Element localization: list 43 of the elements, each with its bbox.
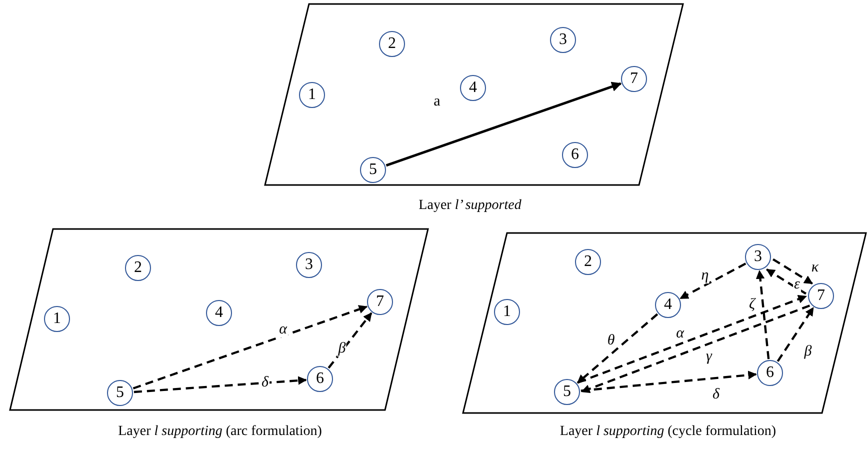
arrow <box>132 305 368 390</box>
vertex-circle: 7 <box>621 66 647 92</box>
edge-label: ζ <box>748 298 756 312</box>
vertex-circle: 1 <box>494 299 520 325</box>
vertex-circle: 5 <box>554 379 580 405</box>
vertex-circle: 1 <box>299 82 325 108</box>
layer-caption: Layer l supporting (arc formulation) <box>118 424 322 440</box>
layer-plane <box>9 228 429 411</box>
vertex-circle: 4 <box>460 75 486 101</box>
vertex-circle: 3 <box>745 244 771 270</box>
arrow <box>766 268 807 295</box>
edge-label: β <box>337 342 347 356</box>
layer-caption: Layer l’ supported <box>418 198 522 214</box>
vertex-circle: 2 <box>379 31 405 57</box>
arrow <box>134 376 307 394</box>
arrow <box>580 370 757 392</box>
vertex-circle: 4 <box>206 300 232 326</box>
vertex-circle: 6 <box>307 366 333 392</box>
arrow <box>578 294 807 384</box>
vertex-circle: 2 <box>125 255 151 281</box>
vertex-circle: 3 <box>296 252 322 278</box>
vertex-circle: 2 <box>575 249 601 275</box>
arrow <box>328 312 372 369</box>
vertex-circle: 6 <box>562 142 588 168</box>
arrow <box>576 313 658 384</box>
vertex-circle: 5 <box>360 157 386 183</box>
vertex-circle: 6 <box>757 360 783 386</box>
edge-label: ε <box>793 278 801 292</box>
layer-caption: Layer l supporting (cycle formulation) <box>560 424 776 440</box>
arrow <box>581 304 810 394</box>
arrow <box>772 258 813 284</box>
vertex-circle: 3 <box>550 27 576 53</box>
arrow <box>776 306 814 362</box>
arrow <box>756 270 770 360</box>
edge-label: β <box>803 344 813 360</box>
vertex-circle: 7 <box>808 283 834 309</box>
vertex-circle: 4 <box>655 292 681 318</box>
arrow <box>386 82 622 167</box>
arrow <box>680 262 746 300</box>
vertex-circle: 7 <box>367 289 393 315</box>
layer-plane <box>264 3 684 186</box>
vertex-circle: 5 <box>107 380 133 406</box>
vertex-circle: 1 <box>44 306 70 332</box>
